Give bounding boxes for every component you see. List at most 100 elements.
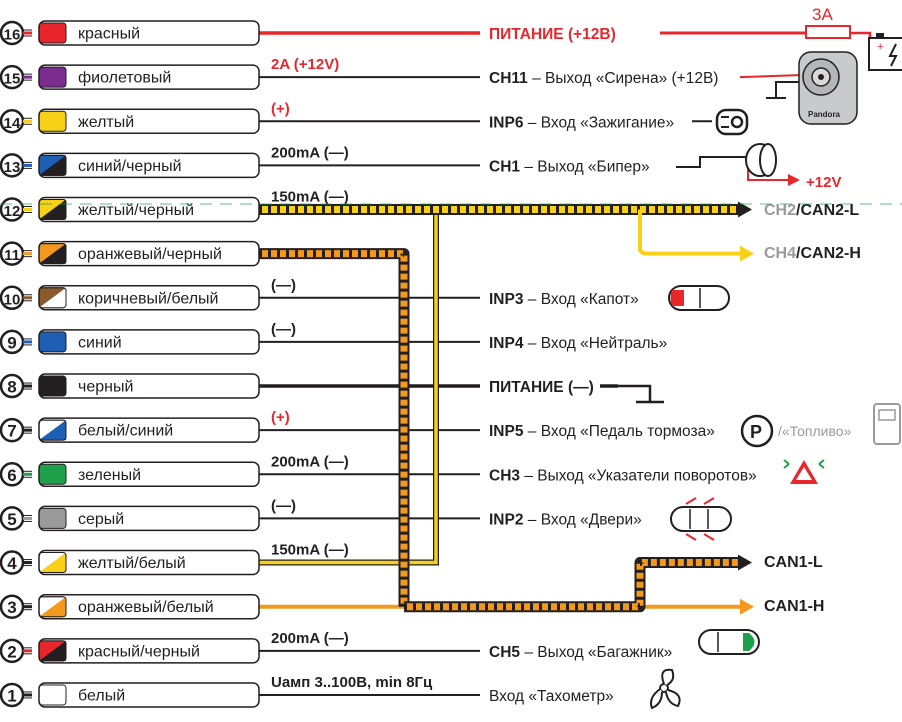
color-label-box <box>38 20 260 46</box>
color-swatch <box>38 463 67 485</box>
wires-layer <box>259 31 872 696</box>
fuse: 3A <box>805 5 851 39</box>
function-desc: – Выход «Сирена» (+12В) <box>528 70 719 87</box>
function-code: CH1 <box>489 158 520 175</box>
color-swatch <box>38 243 67 265</box>
pin-number: 1 <box>7 686 16 705</box>
function-label: CH3 – Выход «Указатели поворотов» <box>489 467 757 484</box>
color-label: черный <box>78 379 133 396</box>
color-label-box <box>38 505 260 532</box>
pin-number: 10 <box>4 291 21 308</box>
can1-pair-vertical <box>259 248 410 607</box>
color-label-box <box>38 152 260 179</box>
can2h-branch <box>638 209 742 256</box>
can2h-label-ch: CH4 <box>764 245 796 262</box>
pin-number: 15 <box>4 71 21 88</box>
color-swatch <box>38 596 67 618</box>
color-label: серый <box>78 511 124 528</box>
color-label: белый/синий <box>78 423 173 440</box>
can2h-label: CH4/CAN2-H <box>764 245 861 262</box>
color-swatch <box>38 375 67 397</box>
function-code: CH5 <box>489 644 520 661</box>
can1l-label: CAN1-L <box>764 554 823 571</box>
color-swatch <box>38 287 67 309</box>
function-code: INP5 <box>489 423 524 440</box>
function-desc: – Вход «Педаль тормоза» <box>523 423 714 440</box>
fuse-label: 3A <box>812 5 833 24</box>
can1-pair-horizontal <box>404 557 740 613</box>
wire-rating-label: (—) <box>271 321 296 338</box>
function-code: CH3 <box>489 467 520 484</box>
pin-number: 14 <box>4 115 21 132</box>
pin-number: 3 <box>7 598 16 617</box>
pin-number: 13 <box>4 159 21 176</box>
wire-rating-label: (—) <box>271 277 296 294</box>
color-swatch <box>38 419 67 441</box>
color-label-box <box>38 638 260 664</box>
wire-rating-label: 150mA (—) <box>271 189 349 206</box>
wire-rating-label: Uамп 3..100В, min 8Гц <box>271 674 433 691</box>
can1h-label: CAN1-H <box>764 598 824 615</box>
color-label: фиолетовый <box>78 70 171 87</box>
function-desc: – Вход «Капот» <box>523 291 638 308</box>
function-code: ПИТАНИЕ (—) <box>489 379 594 396</box>
wire-row-11: 11 оранжевый/черный <box>0 240 260 267</box>
wire-rating-label: 200mA (—) <box>271 144 349 161</box>
pin-number: 2 <box>7 642 16 661</box>
siren-ground <box>766 81 799 99</box>
wire-rating-label: (—) <box>271 497 296 514</box>
function-label: ПИТАНИЕ (+12В) <box>489 26 616 43</box>
siren-icon: Pandora <box>798 51 858 125</box>
pin-number: 5 <box>7 510 16 529</box>
can2h-label-can: /CAN2-H <box>796 245 861 262</box>
function-code: ПИТАНИЕ (+12В) <box>489 26 616 43</box>
color-label: синий/черный <box>78 158 182 175</box>
wire-rating-label: (+) <box>271 100 290 117</box>
function-label: CH1 – Выход «Бипер» <box>489 158 650 175</box>
color-swatch <box>38 640 67 662</box>
color-label: красный <box>78 26 140 43</box>
color-label: оранжевый/белый <box>78 599 214 616</box>
function-label: INP2 – Вход «Двери» <box>489 511 642 528</box>
color-label-box <box>38 285 260 311</box>
color-swatch <box>38 154 67 176</box>
color-swatch <box>38 22 67 44</box>
function-desc: – Выход «Бипер» <box>520 158 650 175</box>
svg-text:+: + <box>877 41 883 53</box>
color-label-box <box>38 329 260 355</box>
function-label: INP4 – Вход «Нейтраль» <box>489 335 667 352</box>
fuel-icon <box>873 403 901 445</box>
ground-symbol <box>618 384 664 404</box>
function-code: INP6 <box>489 114 524 131</box>
wire-row-13: 13 синий/черный 200mA (—) CH1 – Выход «Бипе… <box>0 144 650 179</box>
color-label: оранжевый/черный <box>78 246 222 263</box>
color-swatch <box>38 552 67 574</box>
wire-rating-label: 2A (+12V) <box>271 56 339 73</box>
can2h-arrow <box>740 245 754 262</box>
function-code: INP3 <box>489 291 524 308</box>
wire-row-5: 5 серый (—) INP2 – Вход «Двери» <box>0 497 642 532</box>
color-label: зеленый <box>78 467 141 484</box>
function-desc: – Выход «Указатели поворотов» <box>520 467 757 484</box>
function-label: ПИТАНИЕ (—) <box>489 379 594 396</box>
function-desc: – Вход «Двери» <box>523 511 641 528</box>
color-swatch <box>38 66 67 88</box>
pin-number: 11 <box>4 247 20 264</box>
color-label: желтый <box>78 114 134 131</box>
function-desc: – Вход «Нейтраль» <box>523 335 667 352</box>
wire-rating-label: (+) <box>271 409 290 426</box>
color-swatch <box>38 507 67 529</box>
tacho-icon <box>650 668 681 710</box>
function-code: INP2 <box>489 511 523 528</box>
can1h-arrow <box>740 598 754 615</box>
